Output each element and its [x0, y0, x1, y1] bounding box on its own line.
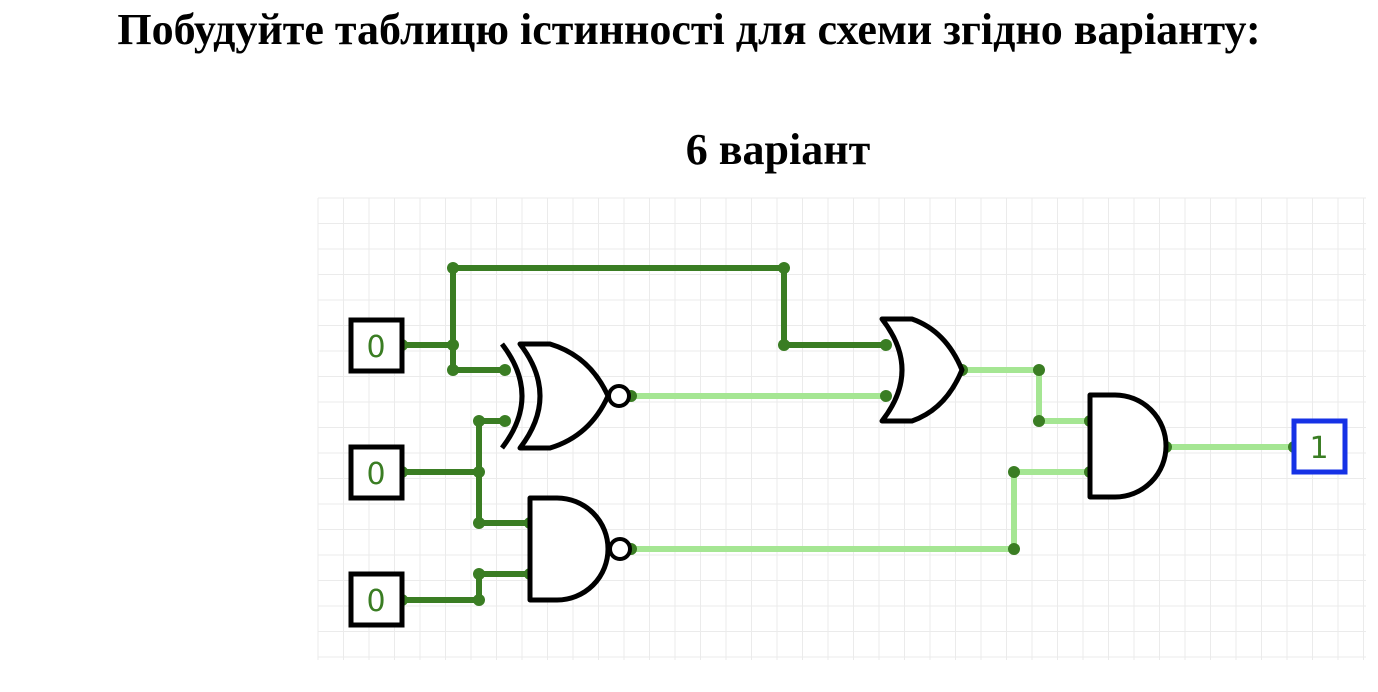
input-pin-1[interactable]: 0 — [348, 317, 405, 374]
or-gate — [879, 316, 965, 424]
output-probe-value: 1 — [1309, 431, 1328, 466]
input-pin-2[interactable]: 0 — [348, 444, 405, 501]
input-pin-1-box[interactable] — [348, 317, 405, 374]
joint — [778, 339, 790, 351]
task-heading: Побудуйте таблицю істинності для схеми з… — [117, 5, 1261, 54]
joint — [447, 262, 459, 274]
joint — [1033, 415, 1045, 427]
wire-in1-to-xnor — [450, 345, 505, 373]
output-probe-box — [1291, 418, 1348, 475]
wires — [402, 265, 1294, 603]
input-pin-2-value: 0 — [366, 457, 385, 492]
input-pin-3[interactable]: 0 — [348, 571, 405, 628]
joint — [473, 517, 485, 529]
output-probe: 1 — [1291, 418, 1348, 475]
xnor-gate-bubble — [607, 384, 631, 408]
joint — [880, 339, 892, 351]
joint — [499, 415, 511, 427]
joint — [447, 339, 459, 351]
joint — [447, 364, 459, 376]
input-pin-3-box[interactable] — [348, 571, 405, 628]
wire-in2-branch — [402, 418, 505, 475]
xnor-gate-extra-arc — [500, 342, 525, 450]
nand-gate-bubble — [608, 537, 632, 561]
joint — [473, 594, 485, 606]
wire-or-to-and — [962, 367, 1090, 424]
xnor-gate-body — [517, 341, 611, 451]
joint — [473, 466, 485, 478]
background-grid — [317, 197, 1366, 660]
joint — [473, 415, 485, 427]
joint — [1033, 364, 1045, 376]
input-pin-2-box[interactable] — [348, 444, 405, 501]
input-pin-1-value: 0 — [366, 330, 385, 365]
joint — [1008, 466, 1020, 478]
joint — [778, 262, 790, 274]
nand-gate — [527, 495, 632, 603]
joint — [880, 390, 892, 402]
wire-nand-to-and — [631, 469, 1090, 552]
wire-in1-branch — [402, 265, 886, 348]
joint — [1008, 543, 1020, 555]
joint — [473, 568, 485, 580]
or-gate-body — [879, 316, 965, 424]
and-gate — [1087, 392, 1169, 500]
input-pin-3-value: 0 — [366, 584, 385, 619]
variant-heading: 6 варіант — [685, 125, 871, 174]
and-gate-body — [1087, 392, 1169, 500]
joint — [499, 364, 511, 376]
xnor-gate — [500, 341, 631, 451]
nand-gate-body — [527, 495, 611, 603]
wire-in3-to-nand — [402, 571, 530, 603]
